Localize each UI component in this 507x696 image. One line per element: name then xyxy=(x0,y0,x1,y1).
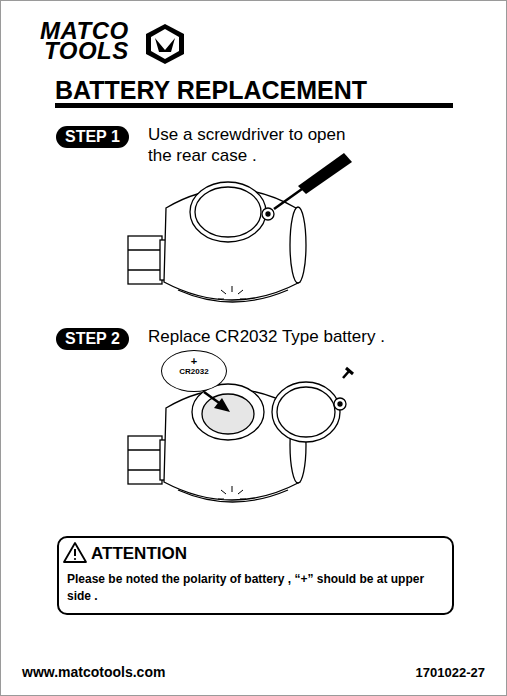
page-title: BATTERY REPLACEMENT xyxy=(55,76,367,104)
battery-well xyxy=(192,384,264,440)
drive-edge xyxy=(128,469,162,470)
attention-box: ATTENTION Please be noted the polarity of… xyxy=(57,536,454,615)
loose-screw xyxy=(343,368,353,378)
device-closed xyxy=(128,182,306,302)
square-drive xyxy=(128,236,162,284)
attention-note: Please be noted the polarity of battery … xyxy=(67,571,442,605)
step-number: STEP 2 xyxy=(65,329,120,349)
device-open xyxy=(128,382,346,502)
step-badge: STEP 2 xyxy=(56,328,129,350)
website: www.matcotools.com xyxy=(22,664,165,681)
drive-edge xyxy=(128,269,162,270)
attention-heading: ATTENTION xyxy=(67,543,442,565)
screw-tab xyxy=(334,398,346,410)
step-instruction: Use a screwdriver to open the rear case … xyxy=(148,124,368,166)
step-number: STEP 1 xyxy=(65,127,120,147)
warning-icon xyxy=(64,543,86,562)
body-band xyxy=(178,490,288,502)
open-cover xyxy=(272,382,340,442)
logo-text: TOOLS xyxy=(44,40,129,62)
vent xyxy=(218,286,246,299)
battery-type: CR2032 xyxy=(162,367,226,377)
step-instruction: Replace CR2032 Type battery . xyxy=(148,326,385,347)
end-cap xyxy=(290,207,306,283)
hexagon-inner xyxy=(151,29,179,59)
insert-arrow xyxy=(204,392,230,412)
cover-rim xyxy=(195,187,261,237)
step-badge: STEP 1 xyxy=(56,126,129,148)
battery-coin: +CR2032 xyxy=(161,350,227,392)
screwdriver xyxy=(274,153,352,209)
logo-text: MATCO xyxy=(40,20,129,42)
screw-tab xyxy=(262,208,274,220)
logo-mark xyxy=(155,38,175,52)
hexagon xyxy=(146,24,184,64)
body-band xyxy=(178,290,288,302)
drive-edge xyxy=(128,449,162,450)
logo-hexagon xyxy=(146,24,184,64)
shaft xyxy=(274,189,302,209)
screw-hole xyxy=(338,402,342,406)
drive-edge xyxy=(128,249,162,250)
cover xyxy=(190,182,266,242)
screw xyxy=(266,212,270,216)
polarity-mark: + xyxy=(162,356,226,367)
vent xyxy=(218,486,246,499)
battery-slot xyxy=(202,394,254,434)
document-number: 1701022-27 xyxy=(416,665,485,681)
cover-rim xyxy=(277,387,335,437)
handle xyxy=(298,153,352,194)
square-drive xyxy=(128,436,162,484)
